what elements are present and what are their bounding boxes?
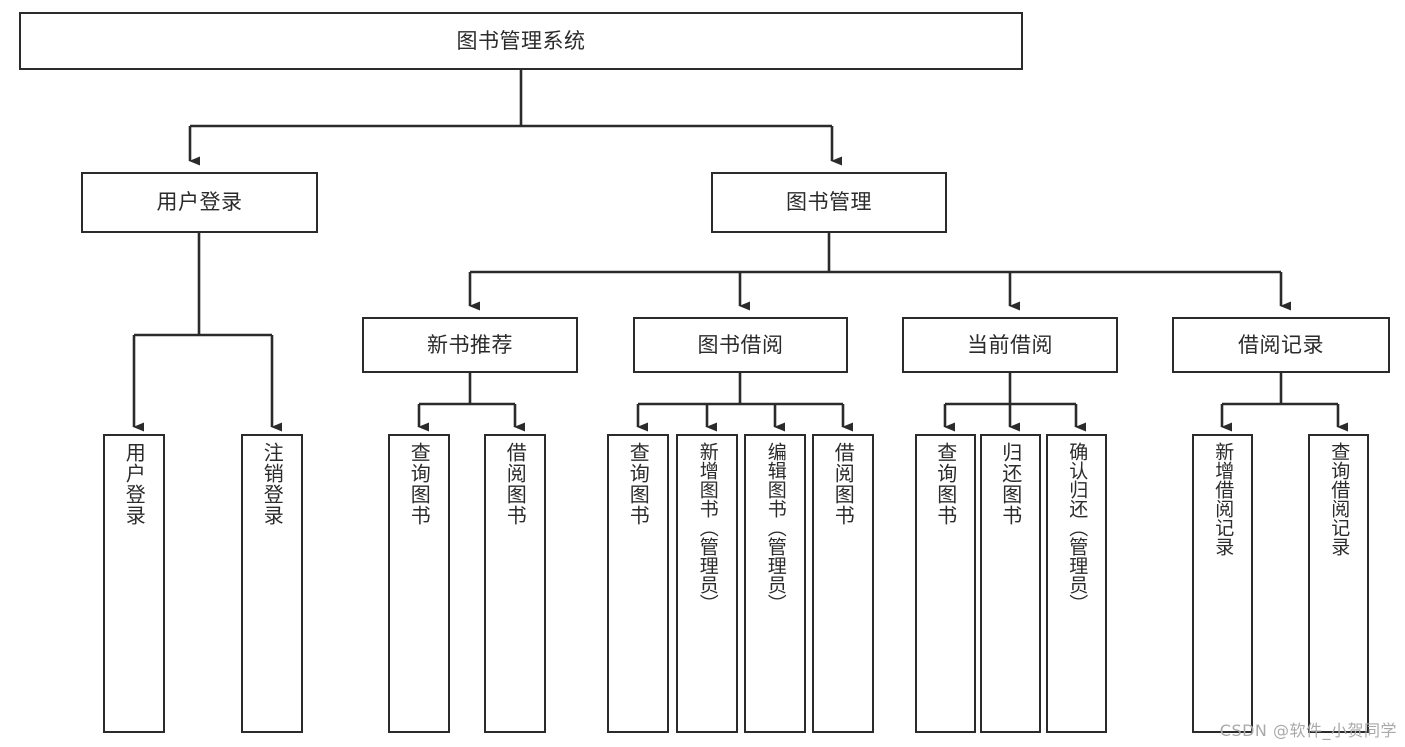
leaf-confirm-return-admin[interactable]: 确认归还（管理员） [1046,434,1107,733]
leaf-borrow-book-newbook[interactable]: 借阅图书 [484,434,546,733]
leaf-add-borrow-record[interactable]: 新增借阅记录 [1192,434,1253,733]
leaf-query-book-borrow[interactable]: 查询图书 [607,434,669,733]
leaf-query-book-newbook-label: 查询图书 [407,442,432,526]
leaf-query-book-current[interactable]: 查询图书 [915,434,976,733]
node-current-borrow-label: 当前借阅 [967,332,1053,357]
leaf-logout[interactable]: 注销登录 [241,434,303,733]
leaf-borrow-book-newbook-label: 借阅图书 [503,442,528,526]
leaf-return-book[interactable]: 归还图书 [980,434,1041,733]
leaf-borrow-book-borrow[interactable]: 借阅图书 [812,434,874,733]
node-book-borrow-label: 图书借阅 [697,332,784,357]
leaf-confirm-return-admin-label: 确认归还（管理员） [1066,442,1089,613]
node-root-label: 图书管理系统 [456,28,586,53]
node-borrow-record[interactable]: 借阅记录 [1172,317,1390,373]
node-new-book-recommend[interactable]: 新书推荐 [362,317,578,373]
node-book-borrow[interactable]: 图书借阅 [633,317,848,373]
node-new-book-recommend-label: 新书推荐 [427,332,513,357]
leaf-query-book-current-label: 查询图书 [933,442,958,526]
node-user-login[interactable]: 用户登录 [81,172,318,233]
leaf-user-login[interactable]: 用户登录 [103,434,165,733]
leaf-user-login-label: 用户登录 [122,442,147,526]
leaf-logout-label: 注销登录 [260,442,285,526]
leaf-return-book-label: 归还图书 [998,442,1023,526]
leaf-query-book-newbook[interactable]: 查询图书 [388,434,450,733]
leaf-borrow-book-borrow-label: 借阅图书 [831,442,856,526]
leaf-query-book-borrow-label: 查询图书 [626,442,651,526]
leaf-add-book-admin[interactable]: 新增图书（管理员） [676,434,738,733]
leaf-edit-book-admin[interactable]: 编辑图书（管理员） [744,434,806,733]
node-book-management[interactable]: 图书管理 [711,172,947,233]
leaf-edit-book-admin-label: 编辑图书（管理员） [764,442,787,613]
node-borrow-record-label: 借阅记录 [1238,332,1324,357]
node-root[interactable]: 图书管理系统 [19,12,1023,70]
leaf-add-borrow-record-label: 新增借阅记录 [1212,442,1235,556]
node-current-borrow[interactable]: 当前借阅 [902,317,1118,373]
watermark-text: CSDN @软件_小贺同学 [1219,721,1397,740]
leaf-query-borrow-record[interactable]: 查询借阅记录 [1308,434,1369,733]
leaf-add-book-admin-label: 新增图书（管理员） [696,442,719,613]
leaf-query-borrow-record-label: 查询借阅记录 [1328,442,1351,556]
node-book-management-label: 图书管理 [786,190,872,215]
node-user-login-label: 用户登录 [156,190,243,215]
